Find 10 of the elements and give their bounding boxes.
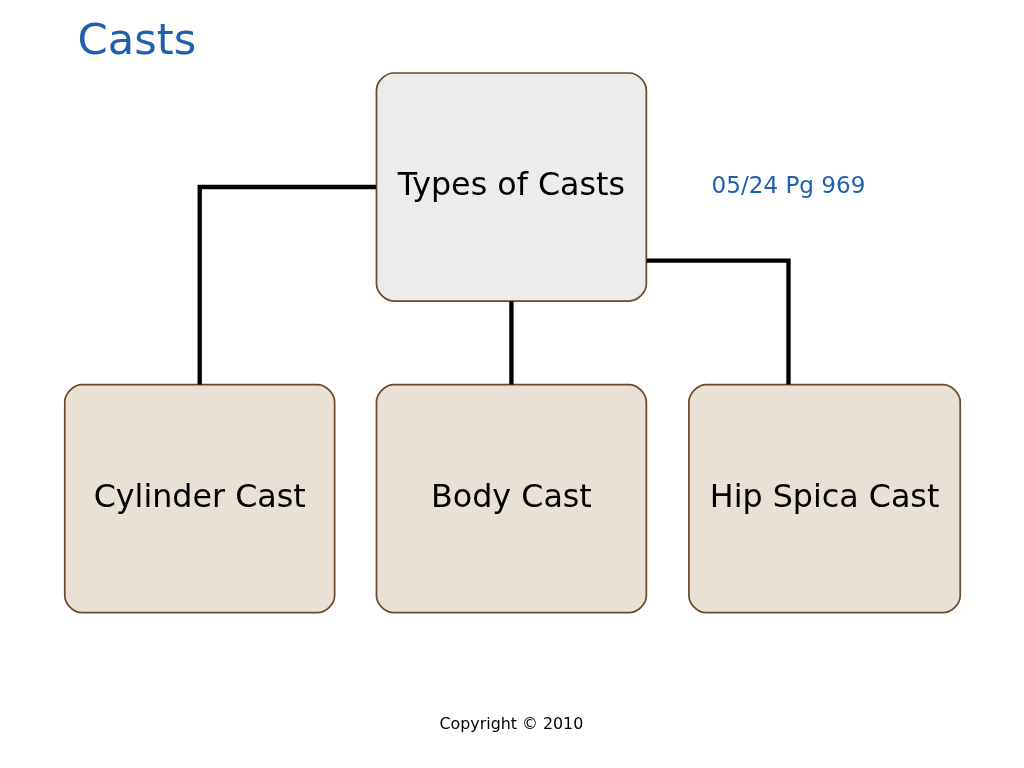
node-box: Body Cast [375,383,647,614]
connector [508,301,514,385]
diagram-title: Casts [77,14,196,65]
node-box: Types of Casts [375,72,647,302]
node-box: Hip Spica Cast [687,383,961,614]
node-box: Cylinder Cast [63,383,335,614]
connector [197,184,376,385]
connector [646,258,791,385]
label: Copyright © 2010 [439,714,583,734]
label: 05/24 Pg 969 [711,171,865,198]
